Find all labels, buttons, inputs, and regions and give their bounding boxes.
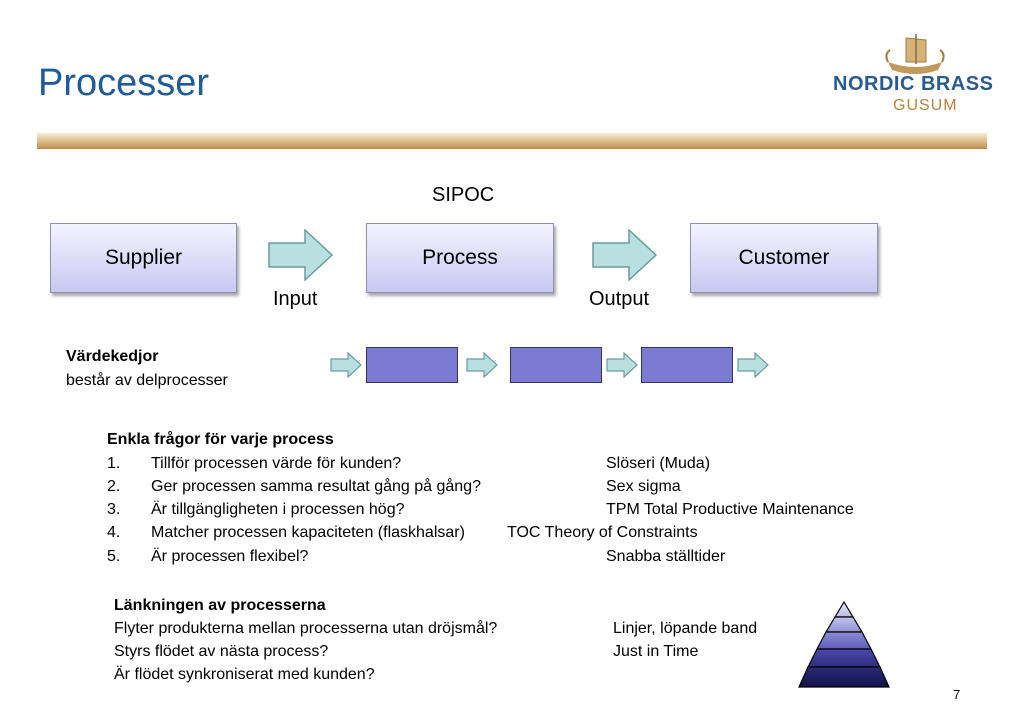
supplier-box: Supplier bbox=[50, 223, 237, 293]
arrow-right-icon bbox=[330, 352, 362, 378]
linking-question: Flyter produkterna mellan processerna ut… bbox=[114, 620, 498, 637]
supplier-label: Supplier bbox=[104, 246, 183, 269]
question-answer: TOC Theory of Constraints bbox=[507, 524, 698, 541]
question-number: 4. bbox=[107, 524, 121, 541]
page-number: 7 bbox=[953, 687, 961, 702]
linking-answer: Just in Time bbox=[613, 643, 699, 660]
question-text: Ger processen samma resultat gång på gån… bbox=[151, 478, 481, 495]
header-divider bbox=[37, 133, 987, 149]
linking-question: Är flödet synkroniserat med kunden? bbox=[114, 666, 375, 683]
process-label: Process bbox=[422, 246, 498, 269]
questions-heading: Enkla frågor för varje process bbox=[107, 431, 334, 448]
company-logo bbox=[826, 32, 990, 122]
arrow-right-icon bbox=[268, 229, 334, 281]
input-label: Input bbox=[273, 288, 318, 310]
linking-question: Styrs flödet av nästa process? bbox=[114, 643, 329, 660]
logo-brand-name: NORDIC BRASS bbox=[833, 73, 994, 95]
output-label: Output bbox=[589, 288, 650, 310]
subprocess-block bbox=[366, 347, 458, 383]
value-chain-subtitle: består av delprocesser bbox=[66, 372, 228, 389]
sipoc-title: SIPOC bbox=[432, 184, 495, 206]
linking-heading: Länkningen av processerna bbox=[114, 597, 326, 614]
question-answer: TPM Total Productive Maintenance bbox=[606, 501, 854, 518]
page-title: Processer bbox=[38, 62, 210, 104]
question-text: Tillför processen värde för kunden? bbox=[151, 455, 402, 472]
question-answer: Sex sigma bbox=[606, 478, 681, 495]
arrow-right-icon bbox=[737, 352, 769, 378]
arrow-right-icon bbox=[606, 352, 638, 378]
customer-label: Customer bbox=[738, 246, 830, 269]
pyramid-graphic bbox=[798, 600, 890, 688]
value-chain-heading: Värdekedjor bbox=[66, 348, 159, 365]
subprocess-block bbox=[510, 347, 602, 383]
question-text: Är tillgängligheten i processen hög? bbox=[151, 501, 405, 518]
question-text: Är processen flexibel? bbox=[151, 548, 309, 565]
arrow-right-icon bbox=[466, 352, 498, 378]
question-answer: Snabba ställtider bbox=[606, 548, 726, 565]
process-box: Process bbox=[366, 223, 554, 293]
question-number: 3. bbox=[107, 501, 121, 518]
linking-answer: Linjer, löpande band bbox=[613, 620, 758, 637]
question-number: 2. bbox=[107, 478, 121, 495]
subprocess-block bbox=[641, 347, 733, 383]
viking-ship-icon bbox=[826, 32, 990, 122]
question-answer: Slöseri (Muda) bbox=[606, 455, 711, 472]
question-text: Matcher processen kapaciteten (flaskhals… bbox=[151, 524, 465, 541]
question-number: 5. bbox=[107, 548, 121, 565]
logo-brand-sub: GUSUM bbox=[893, 97, 958, 114]
arrow-right-icon bbox=[592, 229, 658, 281]
customer-box: Customer bbox=[690, 223, 878, 293]
question-number: 1. bbox=[107, 455, 121, 472]
